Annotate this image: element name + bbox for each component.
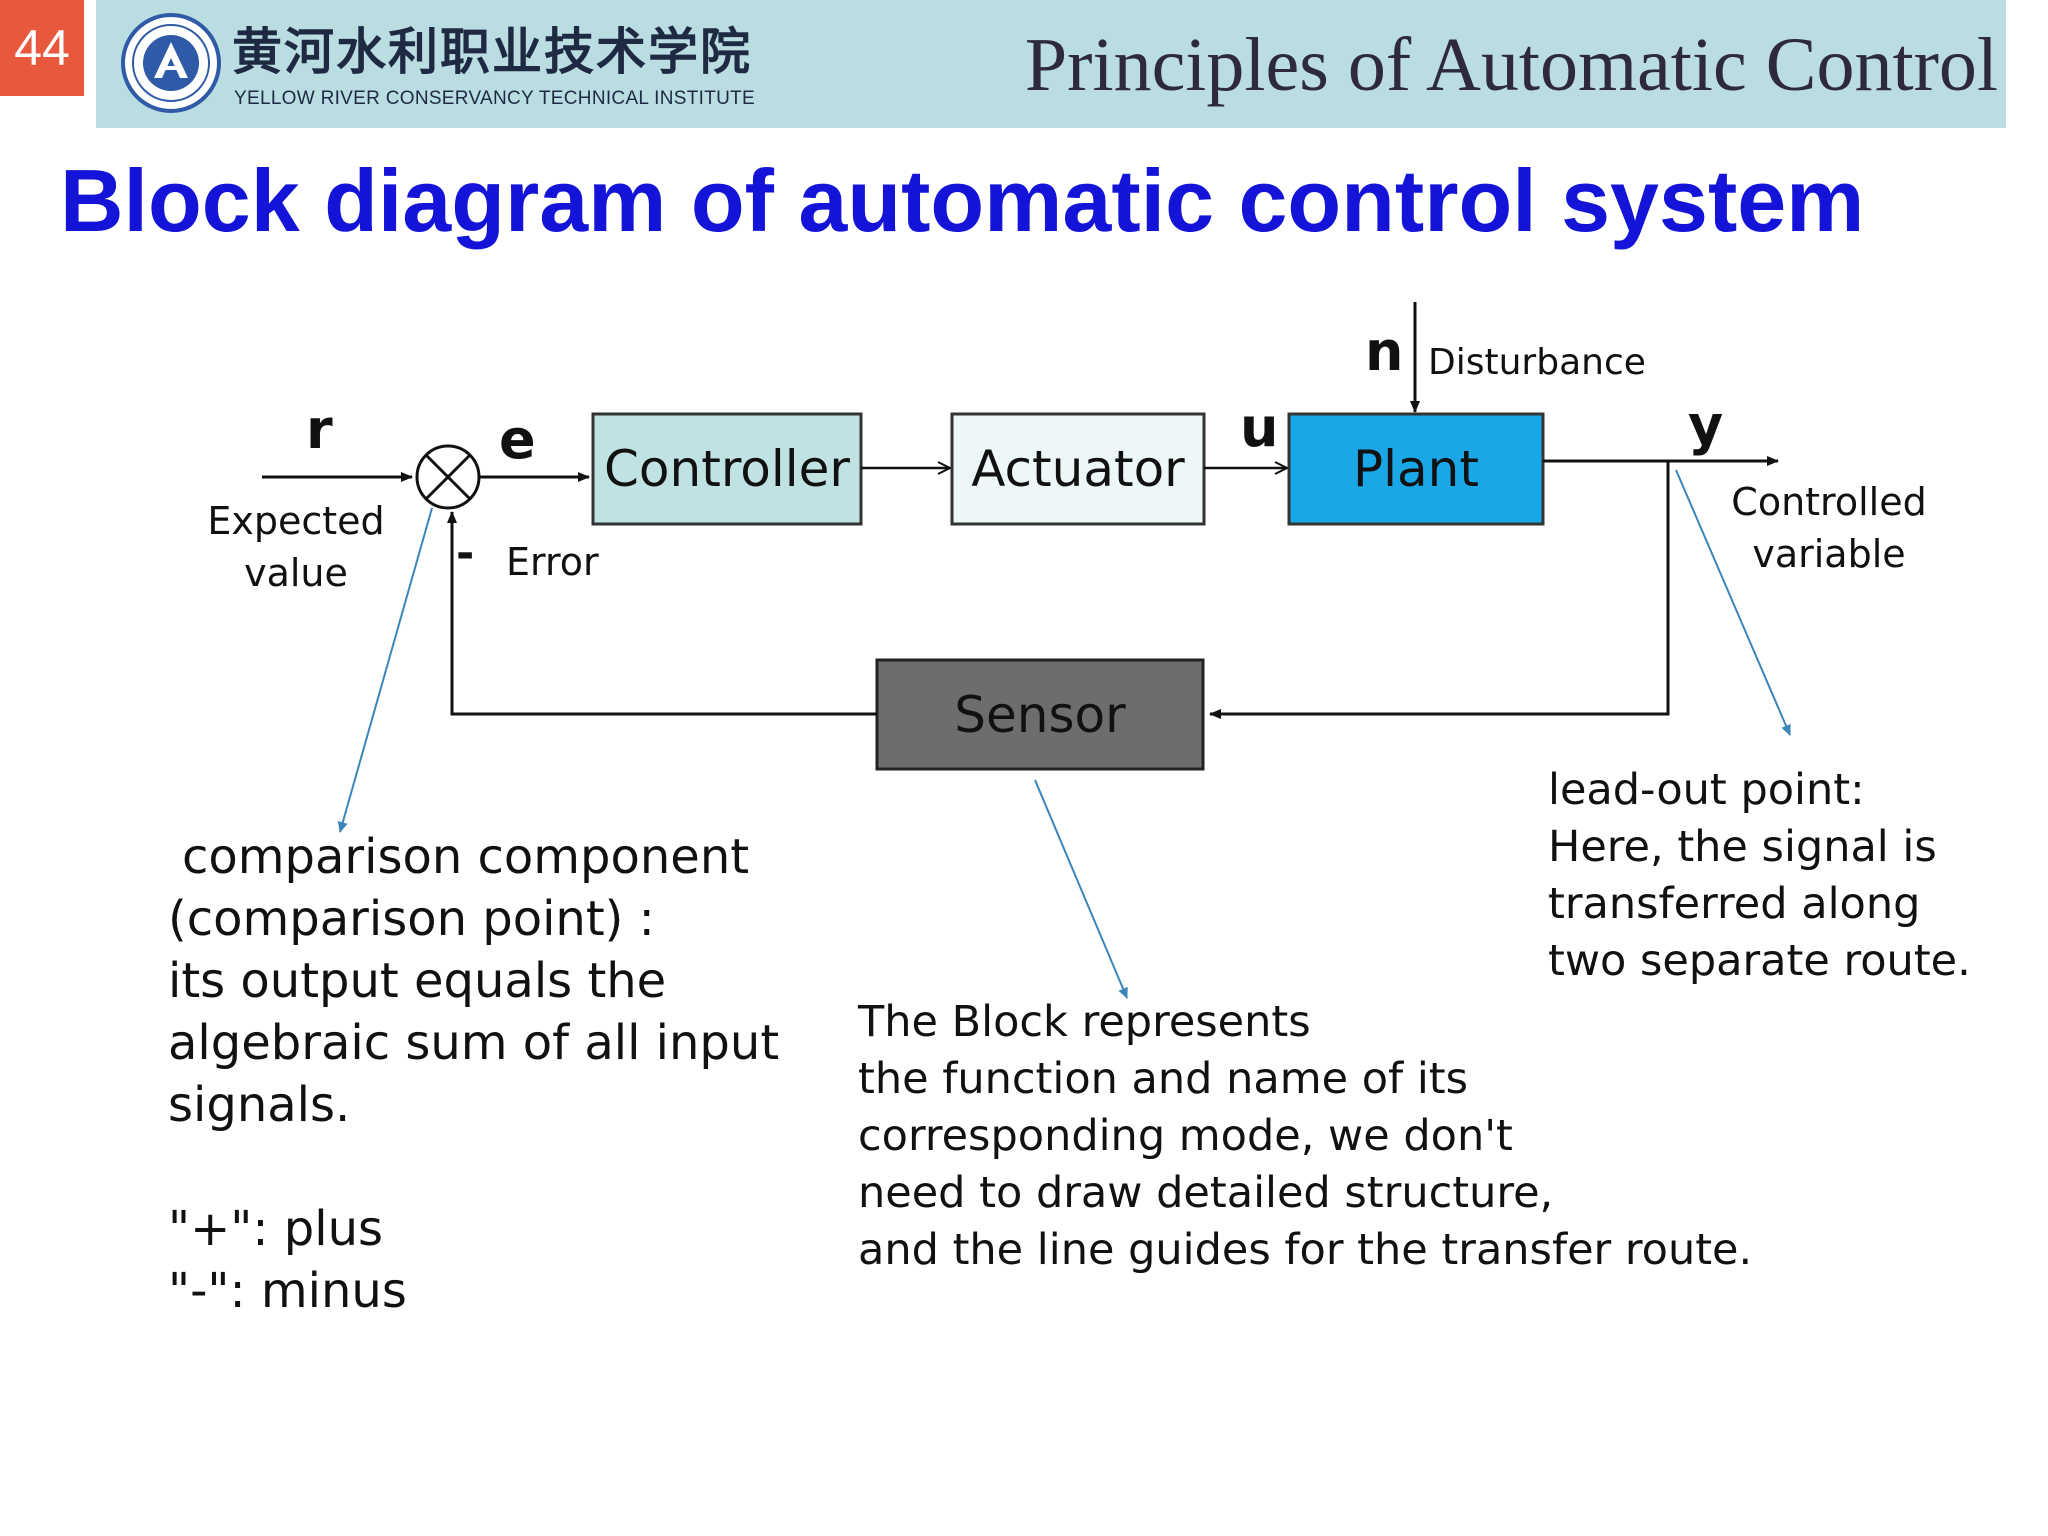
controller-block [591,412,863,526]
leadout-note-line-3: transferred along [1548,879,1921,929]
leadout-note: lead-out point: Here, the signal is tran… [1548,762,1971,990]
plus-legend: "+": plus [168,1201,384,1257]
leadout-pointer [1675,469,1791,736]
signal-n: n [1365,320,1404,383]
signal-u: u [1240,396,1279,459]
slide-title: Block diagram of automatic control syste… [60,151,1865,250]
leadout-note-line-4: two separate route. [1548,936,1971,986]
minus-legend: "-": minus [168,1263,407,1319]
school-name-en: YELLOW RIVER CONSERVANCY TECHNICAL INSTI… [234,88,756,109]
comparison-note-line-5: signals. [168,1077,351,1133]
block-note-line-4: need to draw detailed structure, [858,1168,1554,1218]
minus-sign: - [456,528,475,579]
sensor-block [875,658,1205,771]
expected-value-line-1: Expected [207,499,385,543]
comparison-point [415,444,481,510]
signal-y: y [1688,394,1724,457]
disturbance-caption: Disturbance [1428,342,1646,383]
signal-e: e [499,408,536,471]
controller-label: Controller [604,440,850,498]
controlled-variable-line-1: Controlled [1731,480,1927,524]
page-number: 44 [0,0,84,96]
actuator-block [950,412,1206,526]
actuator-label: Actuator [971,440,1185,498]
plant-block [1287,412,1545,526]
block-note: The Block represents the function and na… [858,994,1752,1279]
feedback-path-left [447,511,877,716]
plant-label: Plant [1353,440,1479,498]
comparison-note-line-4: algebraic sum of all input [168,1015,780,1071]
school-logo [121,13,221,113]
expected-value-line-2: value [244,551,348,595]
comparison-note-line-2: (comparison point) : [168,891,655,947]
block-note-line-1: The Block represents [858,997,1311,1047]
school-name-cn: 黄河水利职业技术学院 [232,22,752,81]
course-title: Principles of Automatic Control [1024,23,1998,107]
sensor-label: Sensor [954,685,1126,744]
comparison-note-line-1: comparison component [182,829,750,885]
block-note-line-2: the function and name of its [858,1054,1469,1104]
leadout-note-line-2: Here, the signal is [1548,822,1937,872]
expected-value-caption: Expected value [196,495,396,599]
controlled-variable-line-2: variable [1752,532,1906,576]
comparison-note-gap [168,1136,779,1198]
signal-r: r [306,398,333,461]
controlled-variable-caption: Controlled variable [1714,476,1944,580]
block-note-line-3: corresponding mode, we don't [858,1111,1513,1161]
block-note-line-5: and the line guides for the transfer rou… [858,1225,1753,1275]
block-pointer [1034,779,1128,999]
header-band [96,0,2006,128]
leadout-note-line-1: lead-out point: [1548,765,1865,815]
comparison-pointer [337,507,433,833]
comparison-note-line-3: its output equals the [168,953,667,1009]
error-caption: Error [506,540,599,584]
feedback-path-right [1209,461,1670,719]
comparison-note: comparison component (comparison point) … [168,826,779,1322]
